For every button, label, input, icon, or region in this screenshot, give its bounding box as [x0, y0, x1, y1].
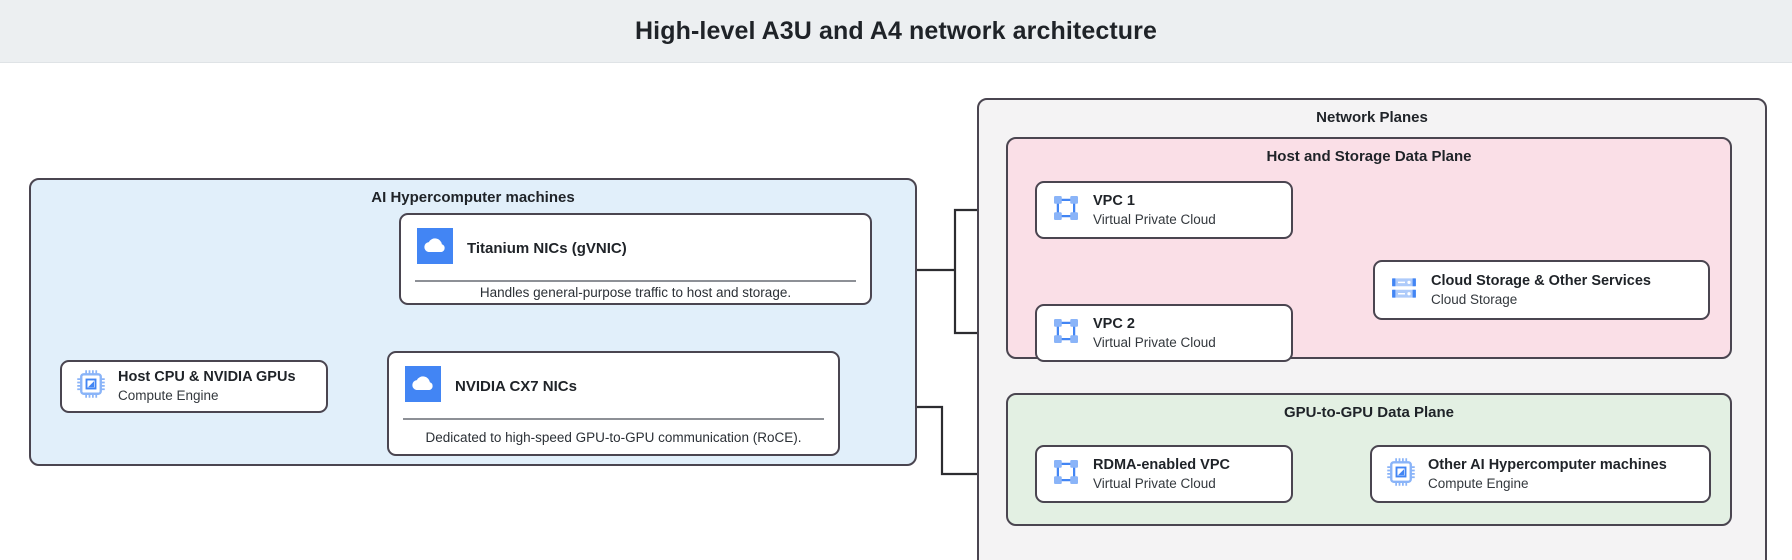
cloud-icon: [405, 366, 441, 407]
node-other-ai-hypercomputer-machines[interactable]: Other AI Hypercomputer machines Compute …: [1370, 445, 1711, 503]
node-vpc-2[interactable]: VPC 2 Virtual Private Cloud: [1035, 304, 1293, 362]
group-title-gpu-plane: GPU-to-GPU Data Plane: [1283, 404, 1455, 421]
card-description-text: Handles general-purpose traffic to host …: [479, 285, 792, 300]
card-header: Titanium NICs (gVNIC): [401, 215, 870, 280]
group-title-ai-hypercomputer: AI Hypercomputer machines: [371, 189, 575, 206]
node-nvidia-cx7-nics[interactable]: NVIDIA CX7 NICs Dedicated to high-speed …: [387, 351, 840, 456]
node-subtitle: Compute Engine: [118, 388, 219, 404]
node-subtitle: Compute Engine: [1428, 475, 1529, 491]
cloud-icon: [417, 228, 453, 269]
card-description: Handles general-purpose traffic to host …: [401, 282, 870, 303]
node-cloud-storage-other-services[interactable]: Cloud Storage & Other Services Cloud Sto…: [1373, 260, 1710, 320]
node-title: Other AI Hypercomputer machines: [1428, 456, 1667, 473]
node-title: RDMA-enabled VPC: [1093, 456, 1230, 473]
node-subtitle: Virtual Private Cloud: [1093, 211, 1216, 227]
card-divider: [415, 280, 856, 282]
page-header: High-level A3U and A4 network architectu…: [0, 0, 1792, 63]
node-title: VPC 1: [1093, 192, 1135, 209]
vpc-icon: [1051, 193, 1081, 228]
group-title-network-planes: Network Planes: [1316, 109, 1428, 126]
cpu-chip-icon: [76, 369, 106, 404]
node-host-cpu-gpus[interactable]: Host CPU & NVIDIA GPUs Compute Engine: [60, 360, 328, 413]
card-title: Titanium NICs (gVNIC): [467, 240, 627, 257]
card-description: Dedicated to high-speed GPU-to-GPU commu…: [389, 420, 838, 454]
cpu-chip-icon: [1386, 457, 1416, 492]
node-title: Cloud Storage & Other Services: [1431, 272, 1651, 289]
card-title: NVIDIA CX7 NICs: [455, 378, 577, 395]
vpc-icon: [1051, 316, 1081, 351]
card-description-text: Dedicated to high-speed GPU-to-GPU commu…: [425, 429, 802, 445]
node-subtitle: Cloud Storage: [1431, 291, 1518, 307]
vpc-icon: [1051, 457, 1081, 492]
node-titanium-nics[interactable]: Titanium NICs (gVNIC) Handles general-pu…: [399, 213, 872, 305]
node-vpc-1[interactable]: VPC 1 Virtual Private Cloud: [1035, 181, 1293, 239]
group-title-host-storage-plane: Host and Storage Data Plane: [1266, 148, 1472, 165]
page-title: High-level A3U and A4 network architectu…: [635, 16, 1157, 45]
storage-bucket-icon: [1389, 273, 1419, 308]
card-header: NVIDIA CX7 NICs: [389, 353, 838, 418]
node-subtitle: Virtual Private Cloud: [1093, 334, 1216, 350]
node-title: VPC 2: [1093, 315, 1135, 332]
diagram-canvas: AI Hypercomputer machines: [0, 63, 1792, 560]
card-divider: [403, 418, 824, 420]
node-subtitle: Virtual Private Cloud: [1093, 475, 1216, 491]
node-title: Host CPU & NVIDIA GPUs: [118, 369, 296, 386]
node-rdma-enabled-vpc[interactable]: RDMA-enabled VPC Virtual Private Cloud: [1035, 445, 1293, 503]
